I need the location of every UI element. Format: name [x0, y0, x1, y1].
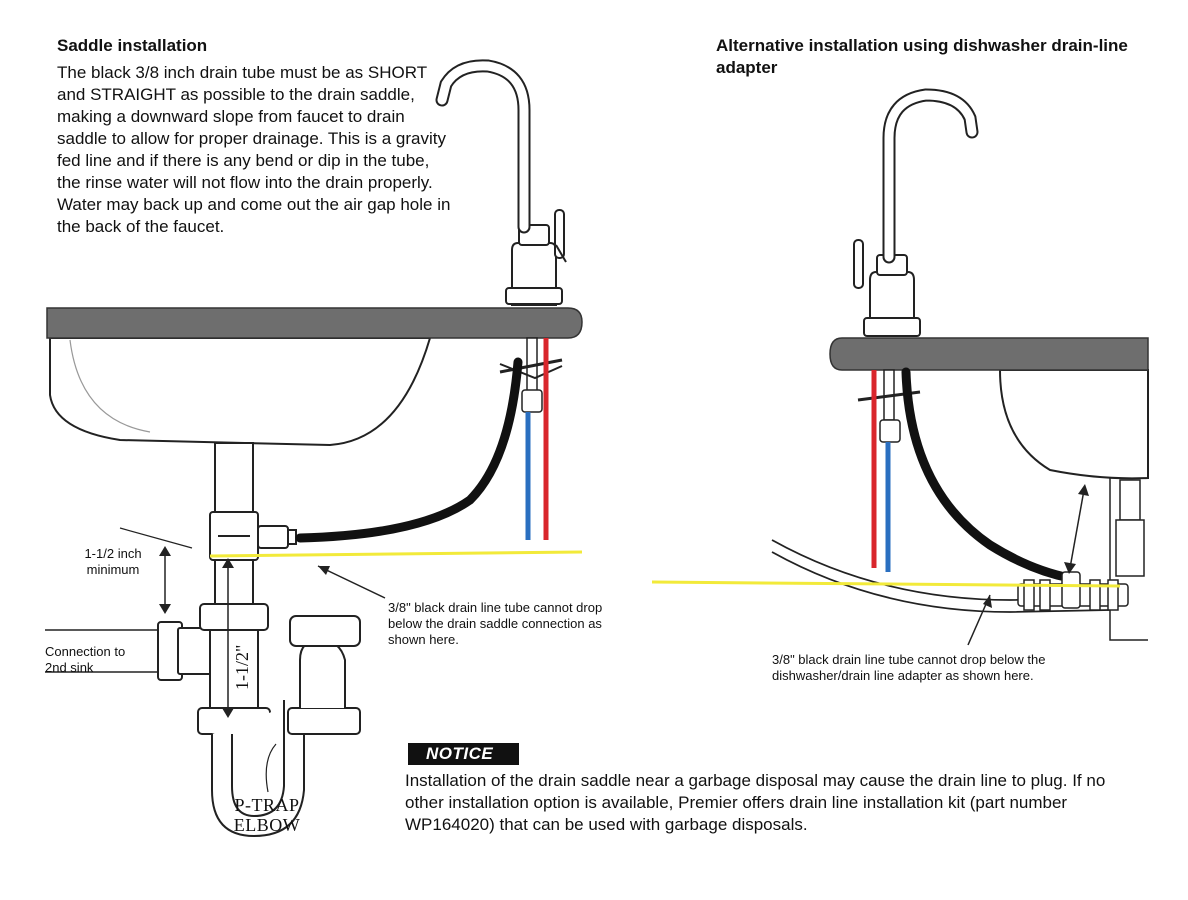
- left-body-block: The black 3/8 inch drain tube must be as…: [57, 62, 457, 238]
- notice-text: Installation of the drain saddle near a …: [405, 771, 1106, 834]
- left-level-line: [209, 550, 583, 558]
- left-drain-saddle: [209, 511, 297, 561]
- right-faucet: [853, 88, 979, 337]
- dishwasher-adapter: [1017, 571, 1129, 611]
- ptrap-label: P-TRAP ELBOW: [233, 795, 301, 835]
- right-drain-tube: [901, 367, 1075, 583]
- right-caption-block: 3/8" black drain line tube cannot drop b…: [772, 652, 1132, 684]
- left-faucet: [435, 59, 567, 306]
- right-caption: 3/8" black drain line tube cannot drop b…: [772, 652, 1046, 683]
- left-countertop: [46, 307, 583, 339]
- right-heading-block: Alternative installation using dishwashe…: [716, 35, 1136, 79]
- left-p-trap: [197, 603, 361, 838]
- min-distance-label-block: 1-1/2 inch minimum: [78, 546, 148, 578]
- right-drain-line: [771, 539, 1111, 601]
- right-diagram: [651, 88, 1149, 646]
- left-caption: 3/8" black drain line tube cannot drop b…: [388, 600, 603, 647]
- pipe-size-label: 1-1/2": [232, 645, 252, 690]
- left-drain-tube: [295, 357, 523, 543]
- connection-label: Connection to 2nd sink: [45, 644, 126, 675]
- left-caption-block: 3/8" black drain line tube cannot drop b…: [388, 600, 638, 648]
- left-diagram: 1-1/2": [45, 59, 583, 838]
- right-sink-bowl: [998, 369, 1149, 480]
- left-sink-bowl: [49, 337, 432, 447]
- min-distance-label: 1-1/2 inch minimum: [84, 546, 142, 577]
- right-level-line: [651, 580, 1121, 588]
- notice-badge: NOTICE: [408, 743, 520, 765]
- left-body-text: The black 3/8 inch drain tube must be as…: [57, 63, 451, 236]
- right-countertop: [829, 337, 1149, 371]
- left-heading-block: Saddle installation: [57, 35, 437, 57]
- connection-label-block: Connection to 2nd sink: [45, 644, 145, 676]
- left-heading: Saddle installation: [57, 36, 208, 55]
- right-heading: Alternative installation using dishwashe…: [716, 36, 1128, 77]
